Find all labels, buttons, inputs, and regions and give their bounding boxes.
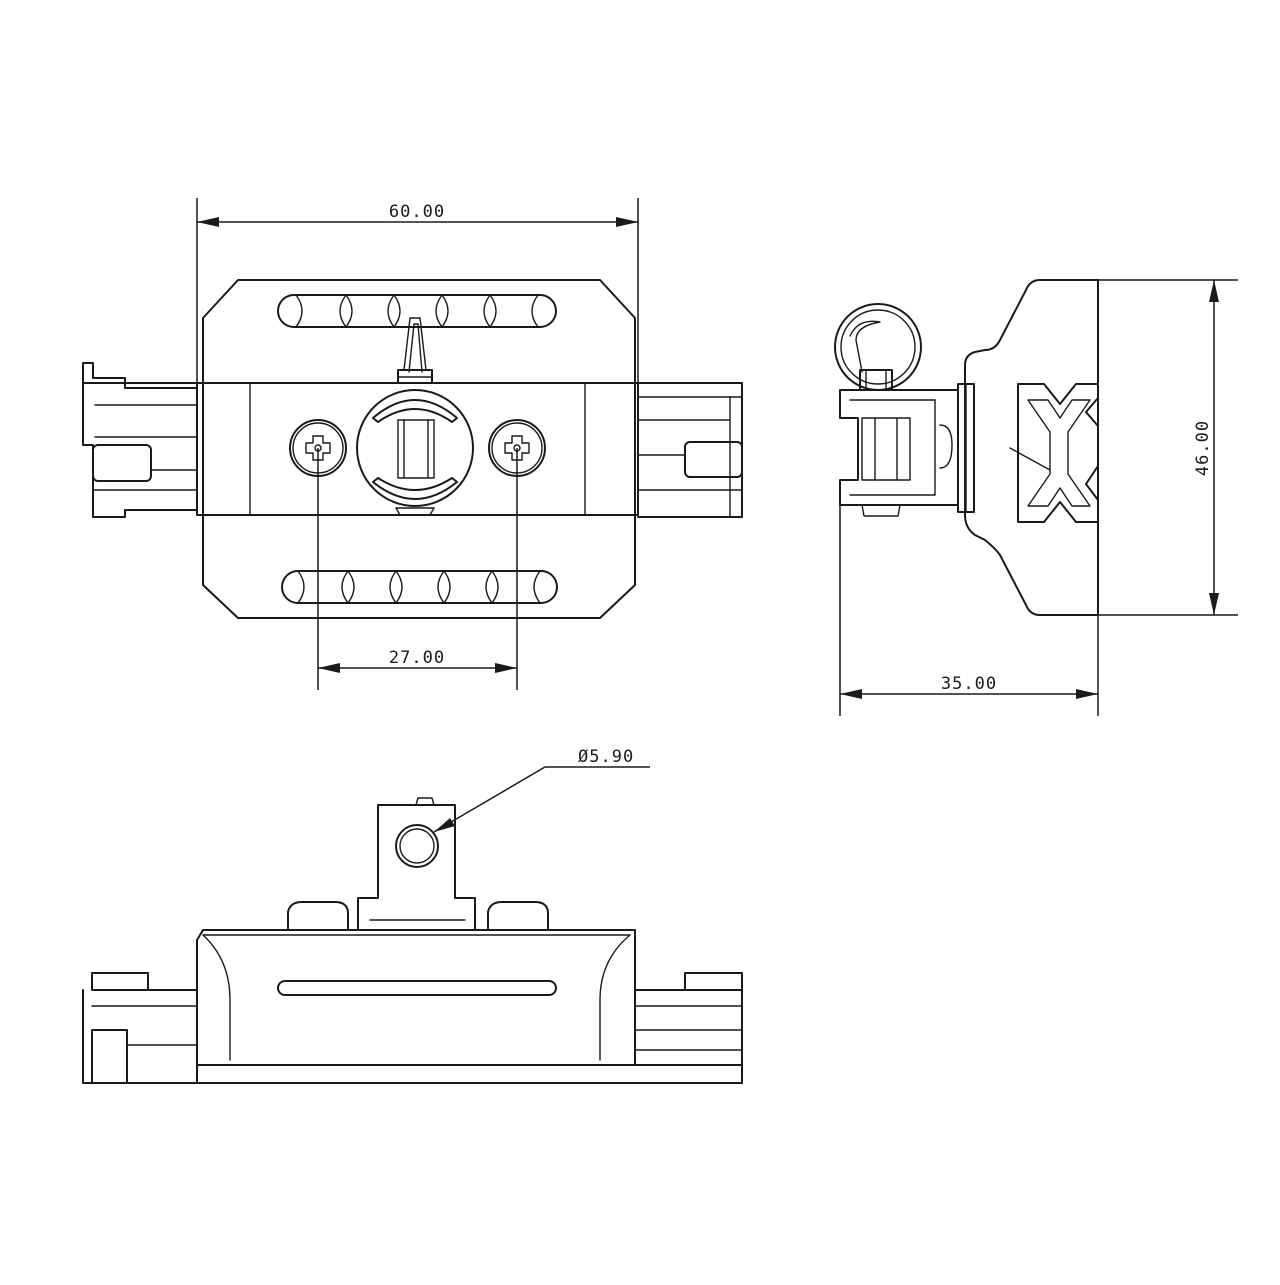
dim-height-label: 46.00 <box>1193 420 1213 476</box>
front-view: 60.00 27.00 <box>82 198 743 690</box>
dim-width-label: 60.00 <box>389 202 445 222</box>
dim-hole-diameter-label: Ø5.90 <box>578 747 634 767</box>
dim-depth-label: 35.00 <box>941 674 997 694</box>
bottom-view: Ø5.90 <box>82 747 743 1084</box>
side-view: 46.00 35.00 <box>834 279 1238 716</box>
dim-hole-spacing-label: 27.00 <box>389 648 445 668</box>
